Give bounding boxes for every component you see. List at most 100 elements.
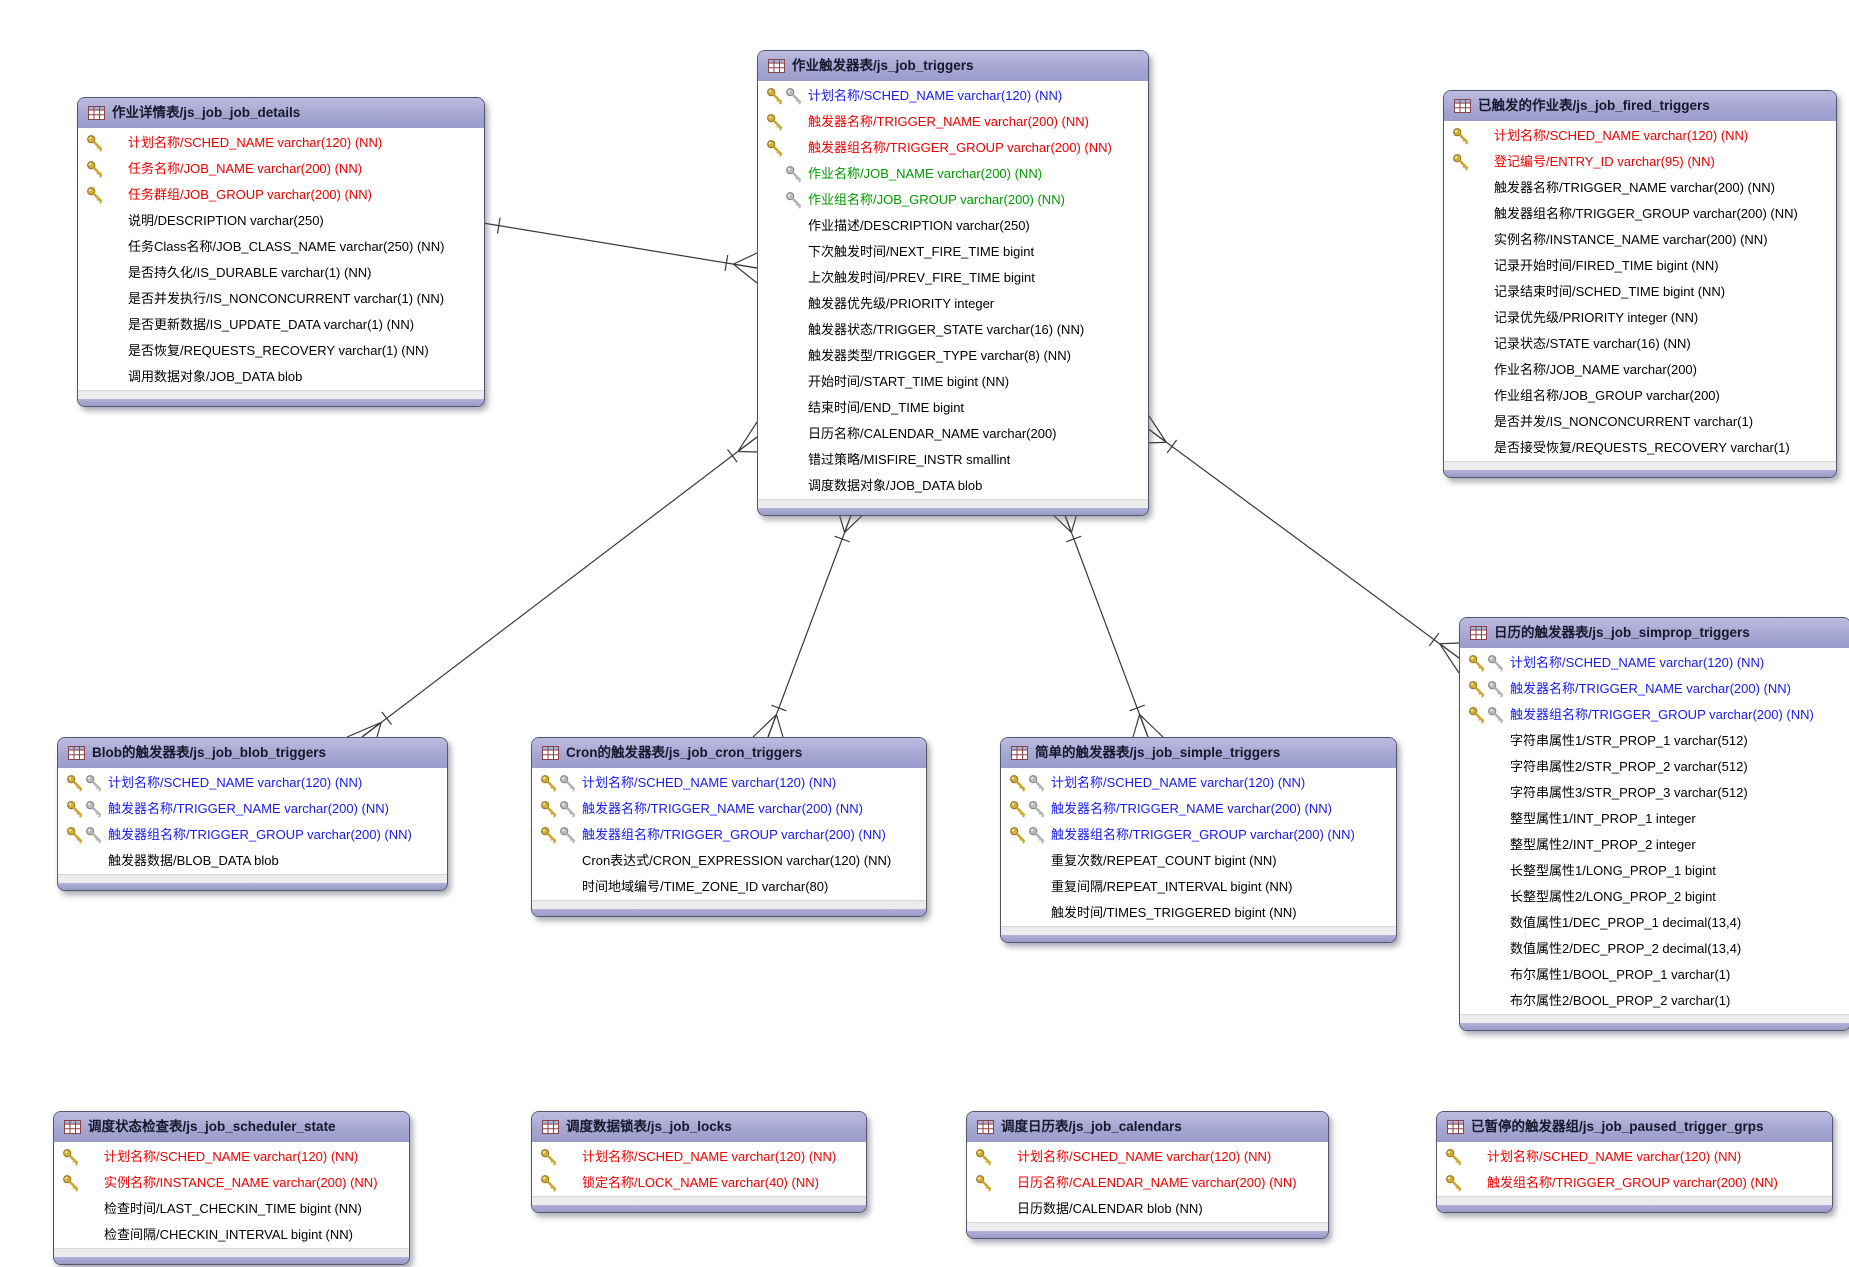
column-row-blob_triggers[interactable]: 触发器名称/TRIGGER_NAME varchar(200) (NN): [58, 796, 447, 822]
column-row-simple_triggers[interactable]: 重复次数/REPEAT_COUNT bigint (NN): [1001, 848, 1396, 874]
table-header-job_details[interactable]: 作业详情表/js_job_job_details: [78, 98, 484, 130]
column-row-cron_triggers[interactable]: 计划名称/SCHED_NAME varchar(120) (NN): [532, 770, 926, 796]
column-row-job_details[interactable]: 计划名称/SCHED_NAME varchar(120) (NN): [78, 130, 484, 156]
table-header-simprop_triggers[interactable]: 日历的触发器表/js_job_simprop_triggers: [1460, 618, 1849, 650]
column-row-fired_triggers[interactable]: 作业名称/JOB_NAME varchar(200): [1444, 357, 1836, 383]
column-row-job_details[interactable]: 调用数据对象/JOB_DATA blob: [78, 364, 484, 390]
column-row-triggers[interactable]: 触发器组名称/TRIGGER_GROUP varchar(200) (NN): [758, 135, 1148, 161]
column-row-locks[interactable]: 计划名称/SCHED_NAME varchar(120) (NN): [532, 1144, 866, 1170]
table-header-triggers[interactable]: 作业触发器表/js_job_triggers: [758, 51, 1148, 83]
column-row-simple_triggers[interactable]: 触发时间/TIMES_TRIGGERED bigint (NN): [1001, 900, 1396, 926]
column-row-locks[interactable]: 锁定名称/LOCK_NAME varchar(40) (NN): [532, 1170, 866, 1196]
column-row-blob_triggers[interactable]: 触发器组名称/TRIGGER_GROUP varchar(200) (NN): [58, 822, 447, 848]
column-row-triggers[interactable]: 日历名称/CALENDAR_NAME varchar(200): [758, 421, 1148, 447]
column-row-fired_triggers[interactable]: 触发器名称/TRIGGER_NAME varchar(200) (NN): [1444, 175, 1836, 201]
column-row-simprop_triggers[interactable]: 布尔属性2/BOOL_PROP_2 varchar(1): [1460, 988, 1849, 1014]
column-row-simprop_triggers[interactable]: 布尔属性1/BOOL_PROP_1 varchar(1): [1460, 962, 1849, 988]
column-row-fired_triggers[interactable]: 是否接受恢复/REQUESTS_RECOVERY varchar(1): [1444, 435, 1836, 461]
column-row-simprop_triggers[interactable]: 触发器名称/TRIGGER_NAME varchar(200) (NN): [1460, 676, 1849, 702]
table-header-calendars[interactable]: 调度日历表/js_job_calendars: [967, 1112, 1328, 1144]
column-row-simprop_triggers[interactable]: 数值属性2/DEC_PROP_2 decimal(13,4): [1460, 936, 1849, 962]
column-row-fired_triggers[interactable]: 是否并发/IS_NONCONCURRENT varchar(1): [1444, 409, 1836, 435]
column-row-job_details[interactable]: 是否更新数据/IS_UPDATE_DATA varchar(1) (NN): [78, 312, 484, 338]
column-row-paused_trigger_grps[interactable]: 计划名称/SCHED_NAME varchar(120) (NN): [1437, 1144, 1832, 1170]
table-header-scheduler_state[interactable]: 调度状态检查表/js_job_scheduler_state: [54, 1112, 409, 1144]
column-row-paused_trigger_grps[interactable]: 触发组名称/TRIGGER_GROUP varchar(200) (NN): [1437, 1170, 1832, 1196]
column-row-fired_triggers[interactable]: 计划名称/SCHED_NAME varchar(120) (NN): [1444, 123, 1836, 149]
column-row-triggers[interactable]: 错过策略/MISFIRE_INSTR smallint: [758, 447, 1148, 473]
column-row-cron_triggers[interactable]: 触发器名称/TRIGGER_NAME varchar(200) (NN): [532, 796, 926, 822]
table-header-simple_triggers[interactable]: 简单的触发器表/js_job_simple_triggers: [1001, 738, 1396, 770]
column-row-triggers[interactable]: 触发器状态/TRIGGER_STATE varchar(16) (NN): [758, 317, 1148, 343]
relationship-triggers-blob_triggers[interactable]: [346, 421, 758, 738]
relationship-triggers-simple_triggers[interactable]: [1047, 509, 1164, 738]
column-row-blob_triggers[interactable]: 计划名称/SCHED_NAME varchar(120) (NN): [58, 770, 447, 796]
column-row-triggers[interactable]: 触发器名称/TRIGGER_NAME varchar(200) (NN): [758, 109, 1148, 135]
column-row-job_details[interactable]: 是否持久化/IS_DURABLE varchar(1) (NN): [78, 260, 484, 286]
column-row-triggers[interactable]: 调度数据对象/JOB_DATA blob: [758, 473, 1148, 499]
column-row-cron_triggers[interactable]: 时间地域编号/TIME_ZONE_ID varchar(80): [532, 874, 926, 900]
column-row-simprop_triggers[interactable]: 触发器组名称/TRIGGER_GROUP varchar(200) (NN): [1460, 702, 1849, 728]
column-row-simprop_triggers[interactable]: 字符串属性2/STR_PROP_2 varchar(512): [1460, 754, 1849, 780]
column-row-simprop_triggers[interactable]: 字符串属性1/STR_PROP_1 varchar(512): [1460, 728, 1849, 754]
column-row-simple_triggers[interactable]: 触发器组名称/TRIGGER_GROUP varchar(200) (NN): [1001, 822, 1396, 848]
relationship-triggers-cron_triggers[interactable]: [752, 509, 869, 738]
column-row-fired_triggers[interactable]: 记录开始时间/FIRED_TIME bigint (NN): [1444, 253, 1836, 279]
column-row-scheduler_state[interactable]: 检查时间/LAST_CHECKIN_TIME bigint (NN): [54, 1196, 409, 1222]
table-header-fired_triggers[interactable]: 已触发的作业表/js_job_fired_triggers: [1444, 91, 1836, 123]
column-row-job_details[interactable]: 任务名称/JOB_NAME varchar(200) (NN): [78, 156, 484, 182]
table-header-paused_trigger_grps[interactable]: 已暂停的触发器组/js_job_paused_trigger_grps: [1437, 1112, 1832, 1144]
column-row-fired_triggers[interactable]: 记录优先级/PRIORITY integer (NN): [1444, 305, 1836, 331]
column-row-simple_triggers[interactable]: 重复间隔/REPEAT_INTERVAL bigint (NN): [1001, 874, 1396, 900]
column-row-simprop_triggers[interactable]: 长整型属性2/LONG_PROP_2 bigint: [1460, 884, 1849, 910]
column-row-calendars[interactable]: 计划名称/SCHED_NAME varchar(120) (NN): [967, 1144, 1328, 1170]
column-row-triggers[interactable]: 开始时间/START_TIME bigint (NN): [758, 369, 1148, 395]
relationship-job_details-triggers[interactable]: [482, 217, 758, 284]
column-row-triggers[interactable]: 上次触发时间/PREV_FIRE_TIME bigint: [758, 265, 1148, 291]
column-row-scheduler_state[interactable]: 实例名称/INSTANCE_NAME varchar(200) (NN): [54, 1170, 409, 1196]
column-row-triggers[interactable]: 结束时间/END_TIME bigint: [758, 395, 1148, 421]
column-row-blob_triggers[interactable]: 触发器数据/BLOB_DATA blob: [58, 848, 447, 874]
column-row-triggers[interactable]: 触发器类型/TRIGGER_TYPE varchar(8) (NN): [758, 343, 1148, 369]
table-header-blob_triggers[interactable]: Blob的触发器表/js_job_blob_triggers: [58, 738, 447, 770]
column-row-scheduler_state[interactable]: 检查间隔/CHECKIN_INTERVAL bigint (NN): [54, 1222, 409, 1248]
column-row-simprop_triggers[interactable]: 数值属性1/DEC_PROP_1 decimal(13,4): [1460, 910, 1849, 936]
table-header-locks[interactable]: 调度数据锁表/js_job_locks: [532, 1112, 866, 1144]
column-row-triggers[interactable]: 触发器优先级/PRIORITY integer: [758, 291, 1148, 317]
column-row-triggers[interactable]: 下次触发时间/NEXT_FIRE_TIME bigint: [758, 239, 1148, 265]
column-row-scheduler_state[interactable]: 计划名称/SCHED_NAME varchar(120) (NN): [54, 1144, 409, 1170]
column-row-fired_triggers[interactable]: 记录结束时间/SCHED_TIME bigint (NN): [1444, 279, 1836, 305]
column-row-fired_triggers[interactable]: 作业组名称/JOB_GROUP varchar(200): [1444, 383, 1836, 409]
column-row-calendars[interactable]: 日历名称/CALENDAR_NAME varchar(200) (NN): [967, 1170, 1328, 1196]
column-row-simprop_triggers[interactable]: 字符串属性3/STR_PROP_3 varchar(512): [1460, 780, 1849, 806]
column-row-fired_triggers[interactable]: 实例名称/INSTANCE_NAME varchar(200) (NN): [1444, 227, 1836, 253]
relationship-triggers-simprop_triggers[interactable]: [1146, 412, 1460, 674]
column-row-job_details[interactable]: 说明/DESCRIPTION varchar(250): [78, 208, 484, 234]
column-row-triggers[interactable]: 作业描述/DESCRIPTION varchar(250): [758, 213, 1148, 239]
column-row-simple_triggers[interactable]: 计划名称/SCHED_NAME varchar(120) (NN): [1001, 770, 1396, 796]
column-row-job_details[interactable]: 任务群组/JOB_GROUP varchar(200) (NN): [78, 182, 484, 208]
column-row-simprop_triggers[interactable]: 整型属性1/INT_PROP_1 integer: [1460, 806, 1849, 832]
column-row-cron_triggers[interactable]: Cron表达式/CRON_EXPRESSION varchar(120) (NN…: [532, 848, 926, 874]
column-row-fired_triggers[interactable]: 记录状态/STATE varchar(16) (NN): [1444, 331, 1836, 357]
column-row-fired_triggers[interactable]: 登记编号/ENTRY_ID varchar(95) (NN): [1444, 149, 1836, 175]
table-header-cron_triggers[interactable]: Cron的触发器表/js_job_cron_triggers: [532, 738, 926, 770]
column-row-calendars[interactable]: 日历数据/CALENDAR blob (NN): [967, 1196, 1328, 1222]
column-row-triggers[interactable]: 作业组名称/JOB_GROUP varchar(200) (NN): [758, 187, 1148, 213]
column-row-job_details[interactable]: 是否并发执行/IS_NONCONCURRENT varchar(1) (NN): [78, 286, 484, 312]
column-row-simple_triggers[interactable]: 触发器名称/TRIGGER_NAME varchar(200) (NN): [1001, 796, 1396, 822]
column-row-simprop_triggers[interactable]: 整型属性2/INT_PROP_2 integer: [1460, 832, 1849, 858]
column-row-job_details[interactable]: 是否恢复/REQUESTS_RECOVERY varchar(1) (NN): [78, 338, 484, 364]
column-row-fired_triggers[interactable]: 触发器组名称/TRIGGER_GROUP varchar(200) (NN): [1444, 201, 1836, 227]
